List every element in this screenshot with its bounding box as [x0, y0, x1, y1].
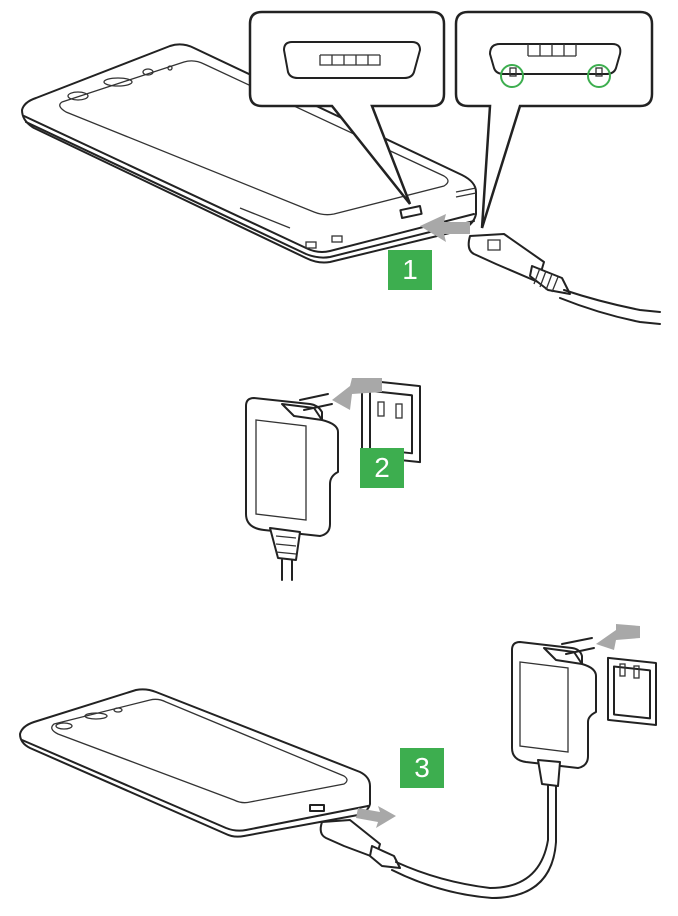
- smartphone-icon: [21, 43, 477, 264]
- smartphone-icon: [19, 688, 371, 838]
- arrow-icon: [596, 624, 640, 650]
- arrow-icon: [420, 214, 470, 242]
- ac-adapter-icon: [511, 637, 597, 787]
- wall-outlet-icon: [361, 379, 421, 464]
- micro-usb-plug-callout: [454, 10, 654, 229]
- step-badge-2: 2: [360, 448, 404, 488]
- arrow-icon: [356, 806, 396, 828]
- usb-plug-icon: [319, 779, 557, 899]
- wall-outlet-icon: [607, 656, 657, 726]
- hook-highlight-left: [500, 64, 524, 88]
- arrow-icon: [332, 378, 382, 410]
- ac-adapter-icon: [245, 393, 339, 581]
- micro-usb-port-callout: [248, 10, 446, 205]
- step-badge-1: 1: [388, 250, 432, 290]
- usb-plug-icon: [467, 233, 661, 325]
- hook-highlight-right: [587, 64, 611, 88]
- step-badge-3: 3: [400, 748, 444, 788]
